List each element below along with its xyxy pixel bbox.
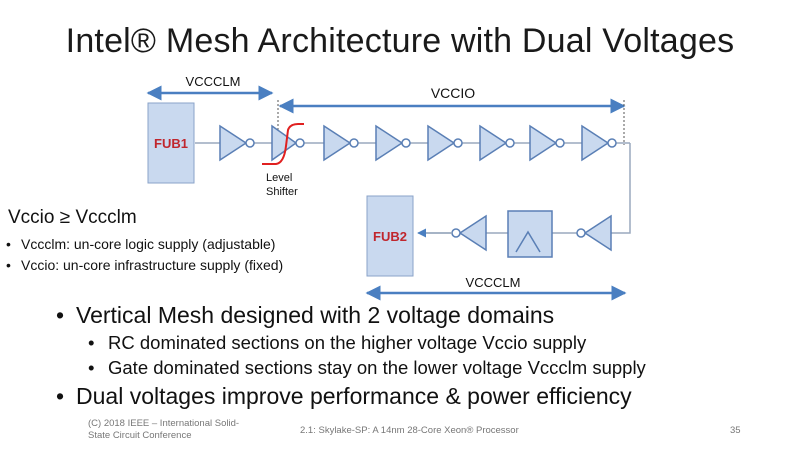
vccclm-top-label: VCCCLM: [186, 74, 241, 89]
return-buffer-left: [451, 214, 487, 252]
voltage-condition: Vccio ≥ Vccclm: [8, 207, 137, 228]
slide-title: Intel® Mesh Architecture with Dual Volta…: [65, 22, 735, 60]
level-shifter-label-line2: Shifter: [266, 186, 298, 198]
return-signal-wire: [420, 143, 631, 234]
bullet-vertical-mesh: Vertical Mesh designed with 2 voltage do…: [56, 302, 646, 332]
repeater-2: [323, 124, 359, 162]
side-bullet-vccio: Vccio: un-core infrastructure supply (fi…: [6, 257, 283, 278]
fub1-block: [147, 102, 195, 184]
vccio-label: VCCIO: [431, 85, 475, 101]
repeater-5: [479, 124, 515, 162]
repeater-3: [375, 124, 411, 162]
return-buffer-right: [576, 214, 612, 252]
side-bullet-vccclm: Vccclm: un-core logic supply (adjustable…: [6, 236, 283, 257]
fub1-label: FUB1: [154, 136, 188, 151]
repeater-4: [427, 124, 463, 162]
subbullet-rc-sections: RC dominated sections on the higher volt…: [88, 332, 646, 357]
level-shifter: [262, 123, 305, 165]
fub2-label: FUB2: [373, 229, 407, 244]
fub2-block: [366, 195, 414, 277]
side-bullet-list: Vccclm: un-core logic supply (adjustable…: [6, 236, 283, 278]
repeater-7: [581, 124, 617, 162]
bullet-dual-voltages: Dual voltages improve performance & powe…: [56, 383, 646, 413]
latch-block: [507, 210, 553, 258]
vccclm-bottom-label: VCCCLM: [466, 275, 521, 290]
buffer-1: [219, 124, 255, 162]
footer-copyright: (C) 2018 IEEE – International Solid-Stat…: [88, 418, 240, 441]
main-bullet-list: Vertical Mesh designed with 2 voltage do…: [56, 302, 646, 413]
footer-session-title: 2.1: Skylake-SP: A 14nm 28-Core Xeon® Pr…: [300, 425, 519, 436]
repeater-6: [529, 124, 565, 162]
footer-page-number: 35: [730, 425, 741, 436]
subbullet-gate-sections: Gate dominated sections stay on the lowe…: [88, 357, 646, 383]
level-shifter-label-line1: Level: [266, 172, 292, 184]
